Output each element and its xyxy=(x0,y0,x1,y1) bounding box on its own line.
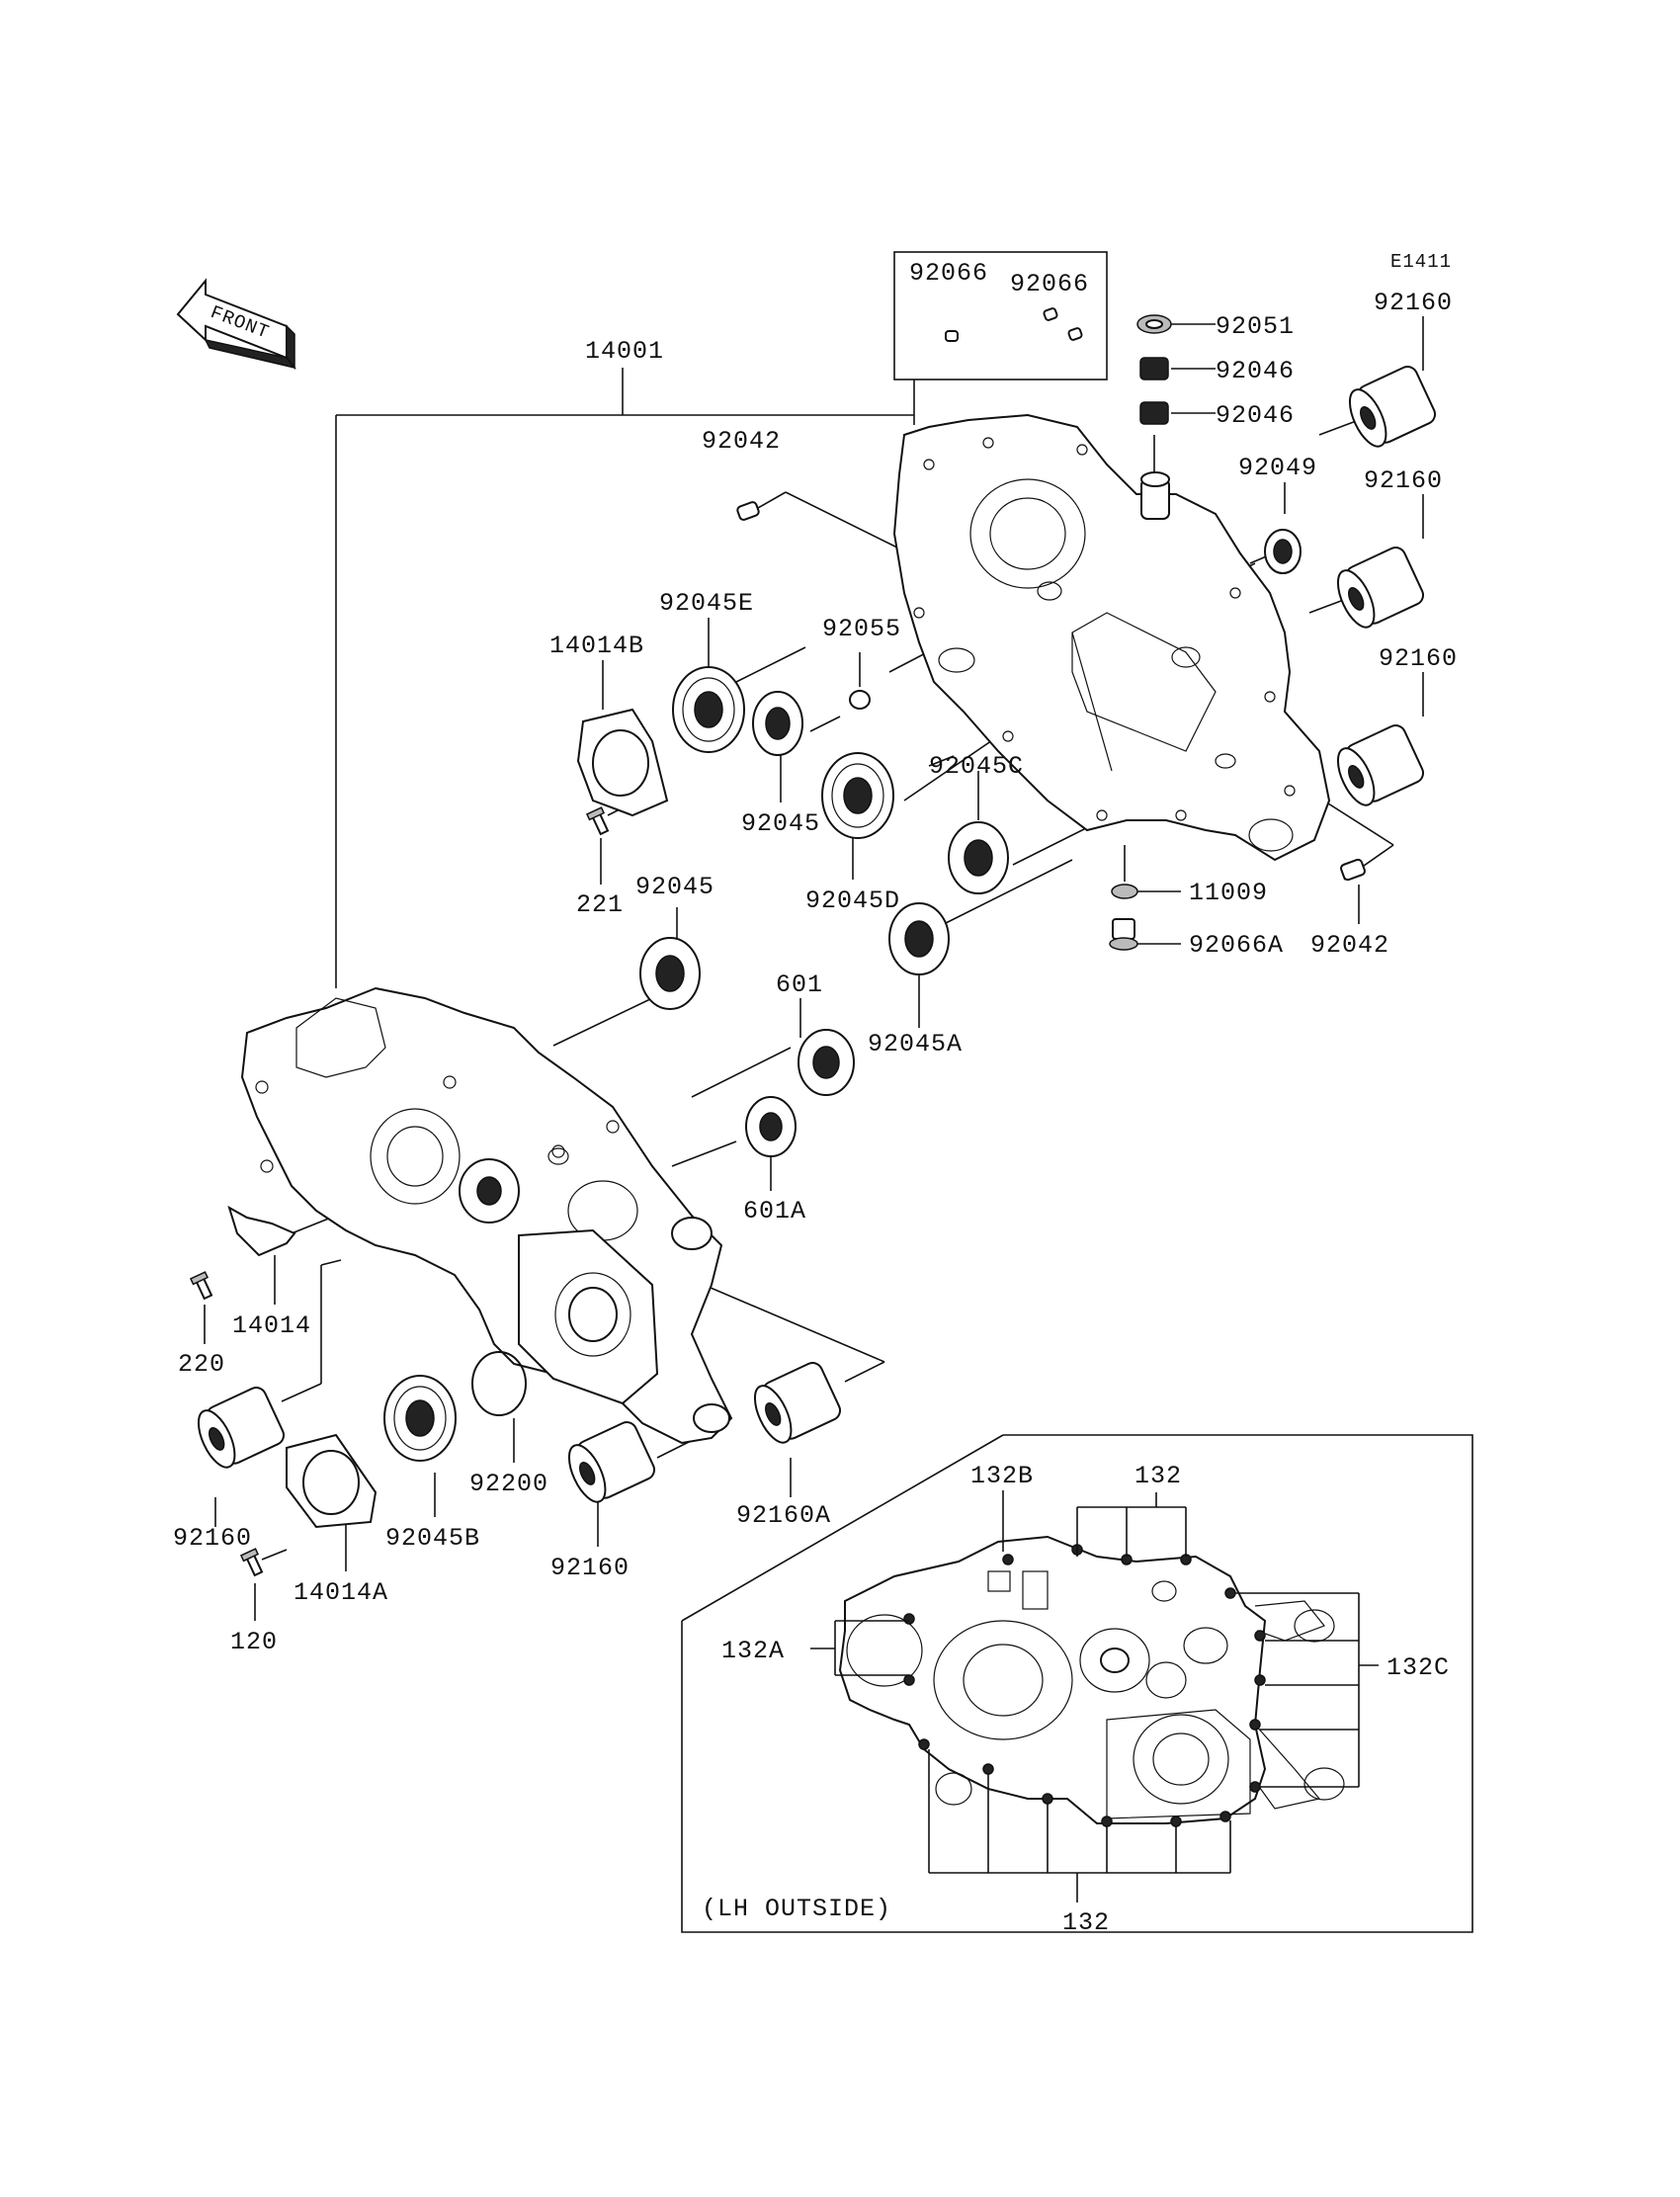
front-arrow-icon: FRONT xyxy=(176,278,296,371)
plate-14014B xyxy=(576,708,669,817)
label-92055: 92055 xyxy=(822,615,901,643)
label-11009: 11009 xyxy=(1189,879,1268,907)
bolts xyxy=(189,806,610,1577)
bearing-92045D xyxy=(821,752,894,839)
left-crankcase-half xyxy=(240,986,733,1445)
label-92200: 92200 xyxy=(469,1470,548,1498)
label-92045-low: 92045 xyxy=(635,873,714,901)
label-92160A: 92160A xyxy=(736,1501,831,1530)
label-92042-right: 92042 xyxy=(1310,931,1389,960)
dowel-pins xyxy=(736,307,1366,882)
label-92160-tr2: 92160 xyxy=(1364,466,1443,495)
label-132C: 132C xyxy=(1386,1653,1450,1682)
bearing-92049 xyxy=(1264,529,1302,574)
label-92160-bl: 92160 xyxy=(173,1524,252,1553)
bearing-92045B xyxy=(383,1375,457,1462)
label-92046-a: 92046 xyxy=(1216,357,1295,385)
ring-92055 xyxy=(849,690,871,710)
splined-collars-right xyxy=(1336,366,1437,806)
seal-bearing-stack xyxy=(1136,314,1172,425)
inset-lh-outside xyxy=(681,1434,1473,1933)
label-132-bottom: 132 xyxy=(1062,1908,1110,1937)
label-92160-tr3: 92160 xyxy=(1379,644,1458,673)
splined-collars-bottom xyxy=(197,1362,842,1503)
bearing-92045C xyxy=(948,821,1009,894)
label-601A: 601A xyxy=(743,1197,806,1225)
label-92066-a: 92066 xyxy=(909,259,988,288)
oring-92200 xyxy=(471,1351,527,1416)
label-132B: 132B xyxy=(970,1462,1034,1490)
bearing-92045-mid xyxy=(752,691,803,756)
label-92066A: 92066A xyxy=(1189,931,1284,960)
diagram-code: E1411 xyxy=(1390,251,1452,273)
label-120: 120 xyxy=(230,1628,278,1656)
label-92042-top: 92042 xyxy=(702,427,781,456)
label-14014: 14014 xyxy=(232,1311,311,1340)
label-221: 221 xyxy=(576,890,624,919)
bearing-601 xyxy=(798,1029,855,1096)
bearing-92045A xyxy=(888,902,950,975)
bearing-92045-low xyxy=(639,937,701,1010)
label-92046-b: 92046 xyxy=(1216,401,1295,430)
label-92051: 92051 xyxy=(1216,312,1295,341)
label-14014A: 14014A xyxy=(294,1578,388,1607)
label-92160-bm: 92160 xyxy=(550,1554,630,1582)
right-crankcase-half xyxy=(892,413,1331,862)
label-92045B: 92045B xyxy=(385,1524,480,1553)
label-92045C: 92045C xyxy=(929,752,1024,781)
label-92045E: 92045E xyxy=(659,589,754,618)
washer-and-plug xyxy=(1109,884,1138,951)
plate-14014A xyxy=(286,1433,378,1529)
label-92066-b: 92066 xyxy=(1010,270,1089,298)
plate-14014 xyxy=(227,1205,296,1257)
bearing-92045E xyxy=(672,666,745,753)
inset-caption: (LH OUTSIDE) xyxy=(702,1895,891,1923)
part-labels: 14001 92066 92066 92042 92051 92046 9204… xyxy=(173,259,1458,1937)
label-92045A: 92045A xyxy=(868,1030,963,1058)
label-14001: 14001 xyxy=(585,337,664,366)
label-220: 220 xyxy=(178,1350,225,1379)
label-132A: 132A xyxy=(721,1637,785,1665)
ball-bearings xyxy=(383,666,1009,1462)
label-92049: 92049 xyxy=(1238,454,1317,482)
label-92045D: 92045D xyxy=(805,887,900,915)
label-92045-mid: 92045 xyxy=(741,809,820,838)
bearing-601A xyxy=(745,1096,797,1157)
label-601: 601 xyxy=(776,971,823,999)
label-92160-tr1: 92160 xyxy=(1374,289,1453,317)
label-14014B: 14014B xyxy=(549,632,644,660)
label-132-top: 132 xyxy=(1134,1462,1182,1490)
